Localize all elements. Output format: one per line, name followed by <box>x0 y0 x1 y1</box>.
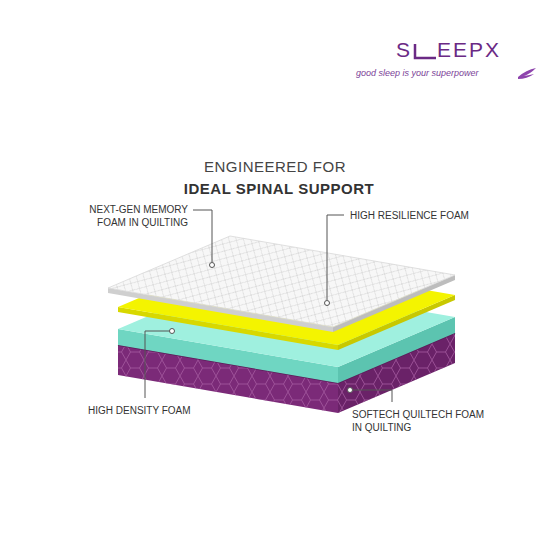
heading: ENGINEERED FOR <box>0 158 550 175</box>
callout-label: HIGH DENSITY FOAM <box>88 404 248 417</box>
leader-dots <box>170 263 353 393</box>
callout-label: HIGH RESILIENCE FOAM <box>350 209 520 222</box>
tagline: good sleep is your superpower <box>356 68 479 78</box>
callout-label: NEXT-GEN MEMORY FOAM IN QUILTING <box>82 203 188 229</box>
logo-letter: S <box>396 38 412 62</box>
wings-icon <box>518 68 536 79</box>
logo-letters: EEPX <box>437 38 501 62</box>
heading-line: IDEAL SPINAL SUPPORT <box>4 180 550 197</box>
logo-bracket <box>415 44 436 58</box>
quilted-top-layer <box>108 236 455 332</box>
leader-lines <box>145 210 392 402</box>
callout-label: SOFTECH QUILTECH FOAM IN QUILTING <box>352 408 487 434</box>
